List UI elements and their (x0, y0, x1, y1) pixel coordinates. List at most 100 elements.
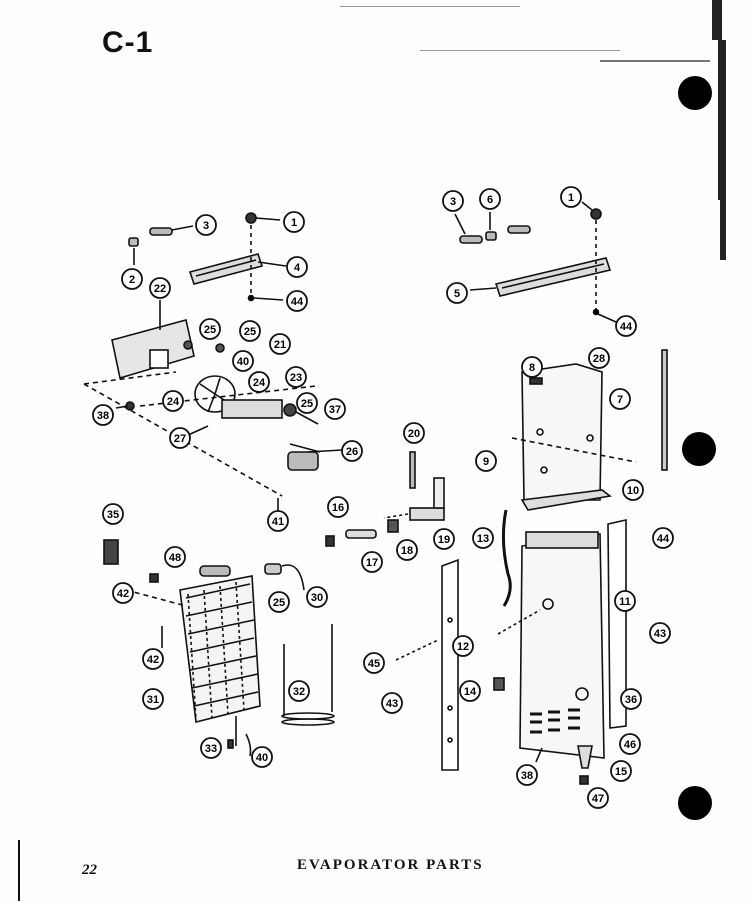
callout-8: 8 (521, 356, 543, 378)
svg-text:23: 23 (290, 372, 302, 384)
callout-3-a: 3 (195, 214, 217, 236)
callout-30: 30 (306, 586, 328, 608)
callout-44-a: 44 (286, 290, 308, 312)
top-left-bracket-group (128, 212, 287, 302)
callout-48: 48 (164, 546, 186, 568)
svg-text:44: 44 (657, 533, 670, 545)
callout-47: 47 (587, 787, 609, 809)
upper-evaporator-cover (511, 349, 668, 511)
svg-text:20: 20 (408, 428, 420, 440)
callout-41: 41 (267, 510, 289, 532)
svg-text:6: 6 (487, 194, 493, 206)
svg-text:40: 40 (237, 356, 249, 368)
callout-46: 46 (619, 733, 641, 755)
svg-text:46: 46 (624, 739, 636, 751)
callout-38-a: 38 (92, 404, 114, 426)
callout-1-b: 1 (560, 186, 582, 208)
callout-44-c: 44 (652, 527, 674, 549)
svg-text:27: 27 (174, 433, 186, 445)
callout-28: 28 (588, 347, 610, 369)
svg-text:28: 28 (593, 353, 605, 365)
callout-5: 5 (446, 282, 468, 304)
svg-text:16: 16 (332, 502, 344, 514)
callout-1-a: 1 (283, 211, 305, 233)
svg-text:26: 26 (346, 446, 358, 458)
callout-31: 31 (142, 688, 164, 710)
svg-text:15: 15 (615, 766, 627, 778)
callout-2: 2 (121, 268, 143, 290)
svg-text:47: 47 (592, 793, 604, 805)
svg-text:40: 40 (256, 752, 268, 764)
callout-42-b: 42 (142, 648, 164, 670)
fan-motor-assembly (83, 300, 343, 512)
svg-text:12: 12 (457, 641, 469, 653)
callout-19: 19 (433, 528, 455, 550)
svg-text:1: 1 (291, 217, 297, 229)
callout-42-a: 42 (112, 582, 134, 604)
svg-text:8: 8 (529, 362, 535, 374)
svg-text:11: 11 (619, 596, 631, 608)
callout-38-b: 38 (516, 764, 538, 786)
callout-24-b: 24 (248, 371, 270, 393)
callout-44-b: 44 (615, 315, 637, 337)
svg-text:10: 10 (627, 485, 639, 497)
callout-33: 33 (200, 737, 222, 759)
svg-text:44: 44 (291, 296, 304, 308)
svg-text:17: 17 (366, 557, 378, 569)
callout-24-a: 24 (162, 390, 184, 412)
svg-text:42: 42 (147, 654, 159, 666)
svg-text:25: 25 (204, 324, 216, 336)
heater-group (281, 624, 335, 726)
svg-text:3: 3 (450, 196, 456, 208)
svg-text:25: 25 (244, 326, 256, 338)
evaporator-coil (103, 539, 305, 757)
top-right-bracket-group (454, 201, 617, 323)
callout-16: 16 (327, 496, 349, 518)
svg-text:31: 31 (147, 694, 159, 706)
callout-22: 22 (149, 277, 171, 299)
callout-43-a: 43 (381, 692, 403, 714)
callout-6-a: 6 (479, 188, 501, 210)
callout-26: 26 (341, 440, 363, 462)
callout-3-b: 3 (442, 190, 464, 212)
sheet-id: C-1 (102, 26, 154, 59)
svg-text:7: 7 (617, 394, 623, 406)
svg-text:48: 48 (169, 552, 181, 564)
left-margin-rule (18, 840, 20, 901)
svg-text:3: 3 (203, 220, 209, 232)
callout-25-a: 25 (199, 318, 221, 340)
callout-11: 11 (614, 590, 636, 612)
svg-text:4: 4 (294, 262, 301, 274)
callout-27: 27 (169, 427, 191, 449)
callout-14: 14 (459, 680, 481, 702)
svg-text:35: 35 (107, 509, 119, 521)
callout-25-c: 25 (296, 392, 318, 414)
svg-text:30: 30 (311, 592, 323, 604)
svg-text:21: 21 (274, 339, 286, 351)
callout-23: 23 (285, 366, 307, 388)
binder-hole-top (678, 76, 712, 110)
svg-text:42: 42 (117, 588, 129, 600)
svg-text:14: 14 (464, 686, 477, 698)
svg-text:41: 41 (272, 516, 284, 528)
callout-7: 7 (609, 388, 631, 410)
callout-17: 17 (361, 551, 383, 573)
callout-10: 10 (622, 479, 644, 501)
callout-36: 36 (620, 688, 642, 710)
svg-text:5: 5 (454, 288, 460, 300)
lower-evaporator-panel (395, 509, 627, 785)
svg-text:24: 24 (167, 396, 180, 408)
scan-noise (340, 0, 726, 260)
svg-text:38: 38 (521, 770, 533, 782)
callout-45: 45 (363, 652, 385, 674)
callout-20: 20 (403, 422, 425, 444)
svg-text:19: 19 (438, 534, 450, 546)
svg-text:22: 22 (154, 283, 166, 295)
callout-37: 37 (324, 398, 346, 420)
callout-15: 15 (610, 760, 632, 782)
svg-text:45: 45 (368, 658, 380, 670)
callout-35: 35 (102, 503, 124, 525)
svg-text:37: 37 (329, 404, 341, 416)
